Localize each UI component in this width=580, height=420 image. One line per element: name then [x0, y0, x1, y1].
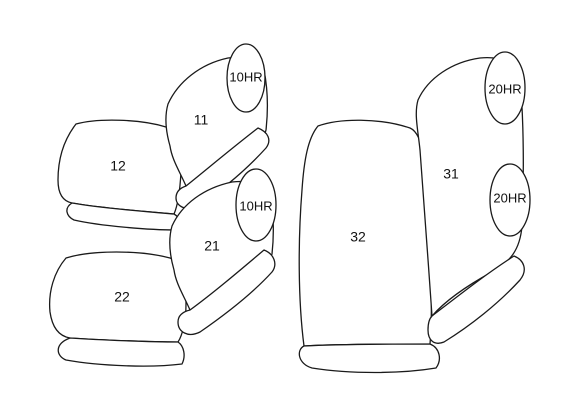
cushion-32-front-panel — [298, 343, 441, 374]
cushion-32-group: 32 — [298, 119, 441, 374]
headrest-10hr-upper — [226, 43, 266, 113]
part-label-11: 11 — [194, 112, 209, 128]
part-label-22: 22 — [114, 289, 130, 305]
headrest-20hr-top — [484, 51, 526, 125]
seatback-31-lower-panel — [427, 255, 525, 344]
part-label-10hr-upper: 10HR — [229, 69, 262, 84]
seatback-11-group: 10HR 11 — [165, 43, 270, 210]
part-label-31: 31 — [443, 166, 459, 182]
part-label-21: 21 — [204, 238, 220, 254]
seatback-21-group: 10HR 21 — [169, 168, 277, 336]
part-label-12: 12 — [110, 158, 126, 174]
seatback-21-lower-panel — [177, 249, 276, 336]
headrest-20hr-mid — [489, 163, 531, 237]
part-label-32: 32 — [350, 229, 366, 245]
part-label-20hr-top: 20HR — [488, 81, 521, 96]
seatback-31-group: 20HR 20HR 31 — [415, 51, 531, 344]
part-label-20hr-mid: 20HR — [493, 190, 526, 205]
cushion-12-group: 12 — [57, 119, 182, 231]
cushion-22-group: 22 — [48, 251, 187, 367]
headrest-10hr-lower — [235, 168, 277, 242]
seatback-11-lower-panel — [175, 127, 270, 210]
cushion-22-front-panel — [57, 337, 185, 367]
seatback-31-shape — [415, 56, 524, 317]
part-label-10hr-lower: 10HR — [239, 198, 272, 213]
